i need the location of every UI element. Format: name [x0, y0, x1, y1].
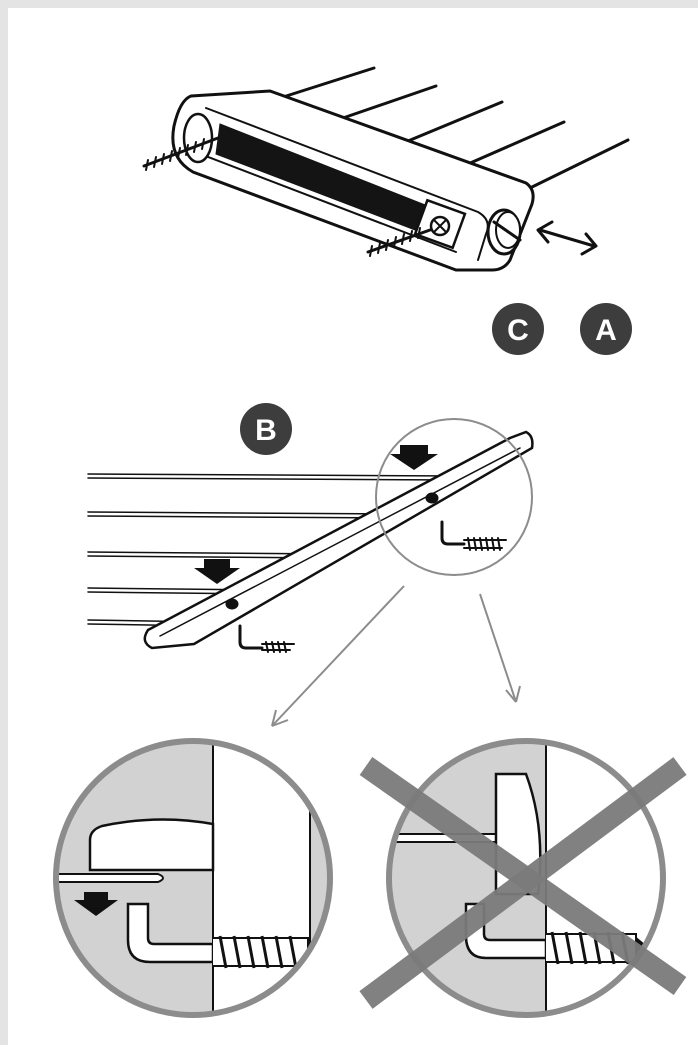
badge-c-label: C [507, 314, 529, 347]
badge-a: A [580, 303, 632, 355]
detail-correct [53, 738, 333, 1018]
screw-hook-icon [238, 624, 295, 653]
badge-b: B [240, 403, 292, 455]
badge-b-label: B [255, 414, 277, 447]
down-arrow-icon [390, 445, 438, 470]
badge-a-label: A [595, 314, 617, 347]
figure-rail-mounting [87, 430, 534, 653]
screw-right-icon [366, 227, 432, 257]
detail-incorrect [359, 738, 687, 1018]
detail-pointer-arrows [271, 585, 521, 727]
drying-lines [278, 66, 630, 190]
down-arrow-icon [74, 892, 118, 916]
screw-hook-icon [440, 520, 507, 551]
badge-c: C [492, 303, 544, 355]
rail-cap [88, 818, 215, 872]
incorrect-cross-icon [359, 756, 687, 1009]
screw-left-icon [142, 136, 220, 171]
double-arrow-icon [536, 220, 598, 256]
figure-rail-assembly [142, 66, 630, 272]
detail-magnifier [375, 418, 533, 576]
instruction-page: C A B [8, 8, 698, 1045]
down-arrow-icon [194, 559, 240, 584]
mounting-diagram: C A B [53, 66, 687, 1018]
adjuster-knob-icon [486, 208, 522, 256]
